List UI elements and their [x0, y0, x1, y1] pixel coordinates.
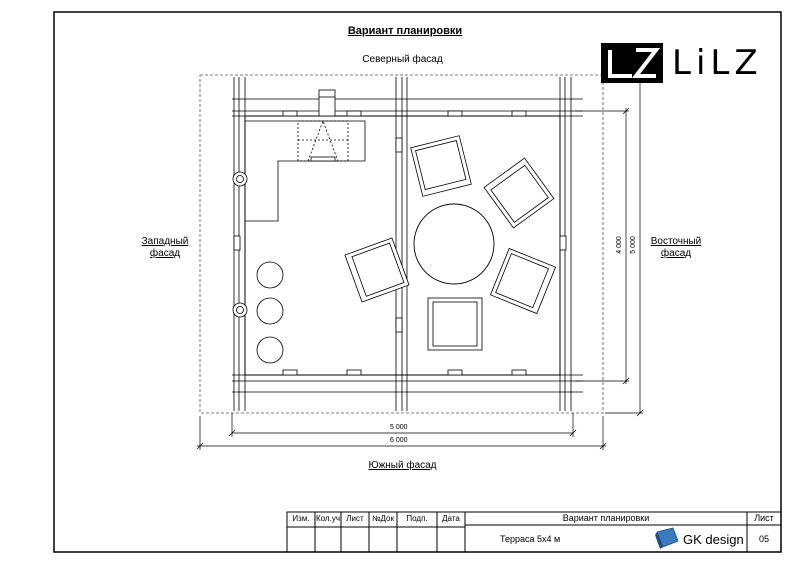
- stamp-header-doc: №Док: [371, 514, 395, 523]
- stamp-drawing-name: Вариант планировки: [562, 513, 650, 523]
- stamp-sheet-label: Лист: [754, 513, 774, 523]
- west-facade-label-1: Западный: [141, 236, 189, 247]
- armchairs: [344, 135, 557, 351]
- dim-bottom-inner: 5 000: [390, 424, 408, 431]
- dim-right-outer: 5 000: [630, 236, 637, 254]
- stamp-header-kol: Кол.уч: [316, 514, 340, 523]
- rail-segments: [233, 110, 567, 376]
- dim-bottom-outer: 6 000: [390, 437, 408, 444]
- stamp-project-name: Терраса 5х4 м: [500, 534, 561, 544]
- stamp-header-izm: Изм.: [292, 514, 310, 523]
- round-table: [413, 203, 495, 285]
- posts: [233, 77, 572, 411]
- north-facade-label: Северный фасад: [362, 54, 443, 65]
- south-facade-label: Южный фасад: [368, 460, 437, 471]
- floor-area: [244, 115, 561, 376]
- dim-right-inner: 4 000: [616, 236, 623, 254]
- round-stools: [256, 261, 284, 364]
- east-facade-label-1: Восточный: [650, 236, 702, 247]
- stamp-sheet-number: 05: [758, 534, 769, 544]
- drawing-title: Вариант планировки: [347, 25, 463, 37]
- east-facade-label-2: фасад: [660, 248, 692, 259]
- terrace-outline: [199, 74, 604, 414]
- dimension-lines-bottom: [196, 413, 607, 450]
- title-block-lines: [286, 511, 782, 553]
- beams: [232, 98, 583, 393]
- kitchen-zone: [245, 89, 366, 222]
- gk-design-icon: [655, 527, 679, 549]
- post-fittings: [232, 171, 248, 318]
- west-facade-label-2: фасад: [149, 248, 181, 259]
- stamp-header-data: Дата: [442, 514, 460, 523]
- stamp-designer: GK design: [683, 532, 744, 547]
- stamp-header-list: Лист: [346, 514, 364, 523]
- stamp-header-podp: Подп.: [406, 514, 428, 523]
- logo-wordmark: LiLZ: [672, 43, 763, 83]
- logo-mark-glyph: [608, 48, 661, 78]
